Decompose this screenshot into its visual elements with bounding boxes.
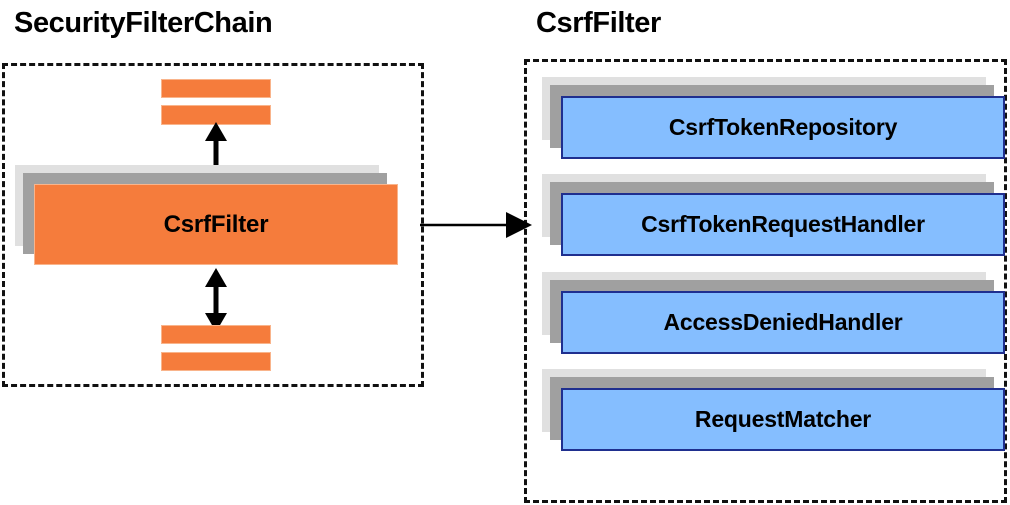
node-face: CsrfFilter bbox=[34, 184, 398, 265]
filter-bar-bottom-2 bbox=[161, 352, 271, 371]
filter-bar-top-1 bbox=[161, 79, 271, 98]
node-csrf-token-request-handler[interactable]: CsrfTokenRequestHandler bbox=[542, 174, 1005, 256]
panel-title-csrf-filter: CsrfFilter bbox=[536, 7, 661, 39]
double-arrow-below-csrffilter bbox=[205, 268, 227, 332]
node-face: AccessDeniedHandler bbox=[561, 291, 1005, 354]
node-label: CsrfFilter bbox=[163, 210, 269, 238]
panel-title-security-filter-chain: SecurityFilterChain bbox=[14, 7, 273, 39]
node-face: RequestMatcher bbox=[561, 388, 1005, 451]
node-request-matcher[interactable]: RequestMatcher bbox=[542, 369, 1005, 451]
node-csrffilter[interactable]: CsrfFilter bbox=[15, 165, 398, 265]
node-label: CsrfTokenRepository bbox=[668, 114, 898, 140]
node-label: CsrfTokenRequestHandler bbox=[641, 211, 925, 237]
node-csrf-token-repository[interactable]: CsrfTokenRepository bbox=[542, 77, 1005, 159]
node-label: AccessDeniedHandler bbox=[663, 309, 903, 335]
node-access-denied-handler[interactable]: AccessDeniedHandler bbox=[542, 272, 1005, 354]
csrf-filter-container bbox=[524, 59, 1007, 503]
filter-bar-bottom-1 bbox=[161, 325, 271, 344]
node-face: CsrfTokenRepository bbox=[561, 96, 1005, 159]
node-face: CsrfTokenRequestHandler bbox=[561, 193, 1005, 256]
connector-arrow-csrffilter-to-panel bbox=[420, 212, 532, 238]
node-label: RequestMatcher bbox=[694, 406, 872, 432]
